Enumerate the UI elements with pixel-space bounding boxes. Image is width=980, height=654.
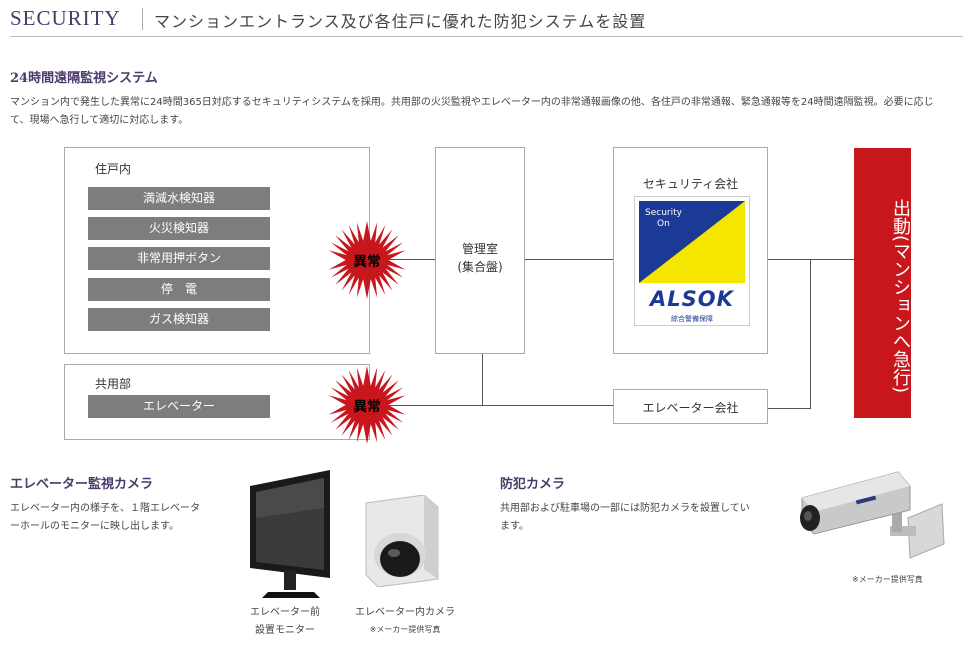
header-divider <box>142 8 143 30</box>
alarm-label: 異常 <box>353 398 380 415</box>
elevator-company-label: エレベーター会社 <box>642 401 739 415</box>
elevator-camera-desc-line2: ーホールのモニターに映し出します。 <box>10 521 179 532</box>
alarm-burst-icon: 異常 <box>328 366 406 444</box>
logo-security-text: Security <box>645 208 683 218</box>
monitor-caption-line2: 設置モニター <box>255 625 315 636</box>
bullet-camera-maker-note: ※メーカー提供写真 <box>852 575 923 584</box>
alsok-logo: Security On ALSOK 綜合警備保障 <box>634 196 750 326</box>
header-title-ja: マンションエントランス及び各住戸に優れた防犯システムを設置 <box>154 12 647 31</box>
alsok-logo-mark: Security On <box>639 201 745 283</box>
monitor-caption: エレベーター前 設置モニター <box>230 604 340 640</box>
security-camera-desc-line2: ます。 <box>500 521 529 532</box>
connector <box>482 353 483 406</box>
management-room-box: 管理室 (集合盤) <box>435 147 525 354</box>
connector <box>525 259 613 260</box>
security-camera-desc-line1: 共用部および駐車場の一部には防犯カメラを設置してい <box>500 503 750 514</box>
security-company-box: セキュリティ会社 Security On ALSOK 綜合警備保障 <box>613 147 768 354</box>
alarm-burst-icon: 異常 <box>328 221 406 299</box>
header-title-en: SECURITY <box>10 6 121 30</box>
elevator-camera-title: エレベーター監視カメラ <box>10 477 154 492</box>
sensor-power-outage: 停 電 <box>88 278 270 301</box>
monitor-caption-line1: エレベーター前 <box>250 607 320 618</box>
sensor-fire: 火災検知器 <box>88 217 270 240</box>
elevator-company-box: エレベーター会社 <box>613 389 768 424</box>
system-desc-line1: マンション内で発生した異常に24時間365日対応するセキュリティシステムを採用。… <box>10 97 934 108</box>
security-company-label: セキュリティ会社 <box>642 177 739 191</box>
dispatch-box: 出動(マンションへ急行) <box>854 148 911 418</box>
elevator-camera-desc-line1: エレベーター内の様子を、１階エレベータ <box>10 503 200 514</box>
sensor-elevator: エレベーター <box>88 395 270 418</box>
system-description: マンション内で発生した異常に24時間365日対応するセキュリティシステムを採用。… <box>10 94 970 130</box>
logo-on-text: On <box>657 219 670 229</box>
system-title: 24時間遠隔監視システム <box>10 71 158 86</box>
sensor-water-level: 満減水検知器 <box>88 187 270 210</box>
elevator-camera-description: エレベーター内の様子を、１階エレベータ ーホールのモニターに映し出します。 <box>10 500 200 536</box>
alarm-label: 異常 <box>353 253 380 270</box>
connector <box>482 405 613 406</box>
security-camera-title: 防犯カメラ <box>500 477 566 492</box>
system-desc-line2: て、現場へ急行して適切に対応します。 <box>10 115 189 126</box>
header-rule <box>10 36 963 37</box>
monitor-image <box>250 470 330 598</box>
dome-camera-caption: エレベーター内カメラ <box>355 607 455 618</box>
residence-label: 住戸内 <box>95 162 132 176</box>
connector <box>810 259 811 409</box>
management-room-line1: 管理室 <box>461 242 498 256</box>
management-room-line2: (集合盤) <box>457 260 503 274</box>
bullet-camera-image <box>800 471 945 559</box>
dispatch-label: 出動(マンションへ急行) <box>890 198 911 394</box>
common-area-label: 共用部 <box>95 377 132 391</box>
connector <box>768 408 811 409</box>
logo-alsok-text: ALSOK <box>650 287 734 311</box>
dome-camera-image <box>365 495 439 587</box>
logo-sub-text: 綜合警備保障 <box>671 315 713 323</box>
dome-camera-maker-note: ※メーカー提供写真 <box>369 625 441 634</box>
management-room-label: 管理室 (集合盤) <box>436 240 524 276</box>
sensor-emergency-button: 非常用押ボタン <box>88 247 270 270</box>
sensor-gas: ガス検知器 <box>88 308 270 331</box>
security-camera-description: 共用部および駐車場の一部には防犯カメラを設置してい ます。 <box>500 500 750 536</box>
